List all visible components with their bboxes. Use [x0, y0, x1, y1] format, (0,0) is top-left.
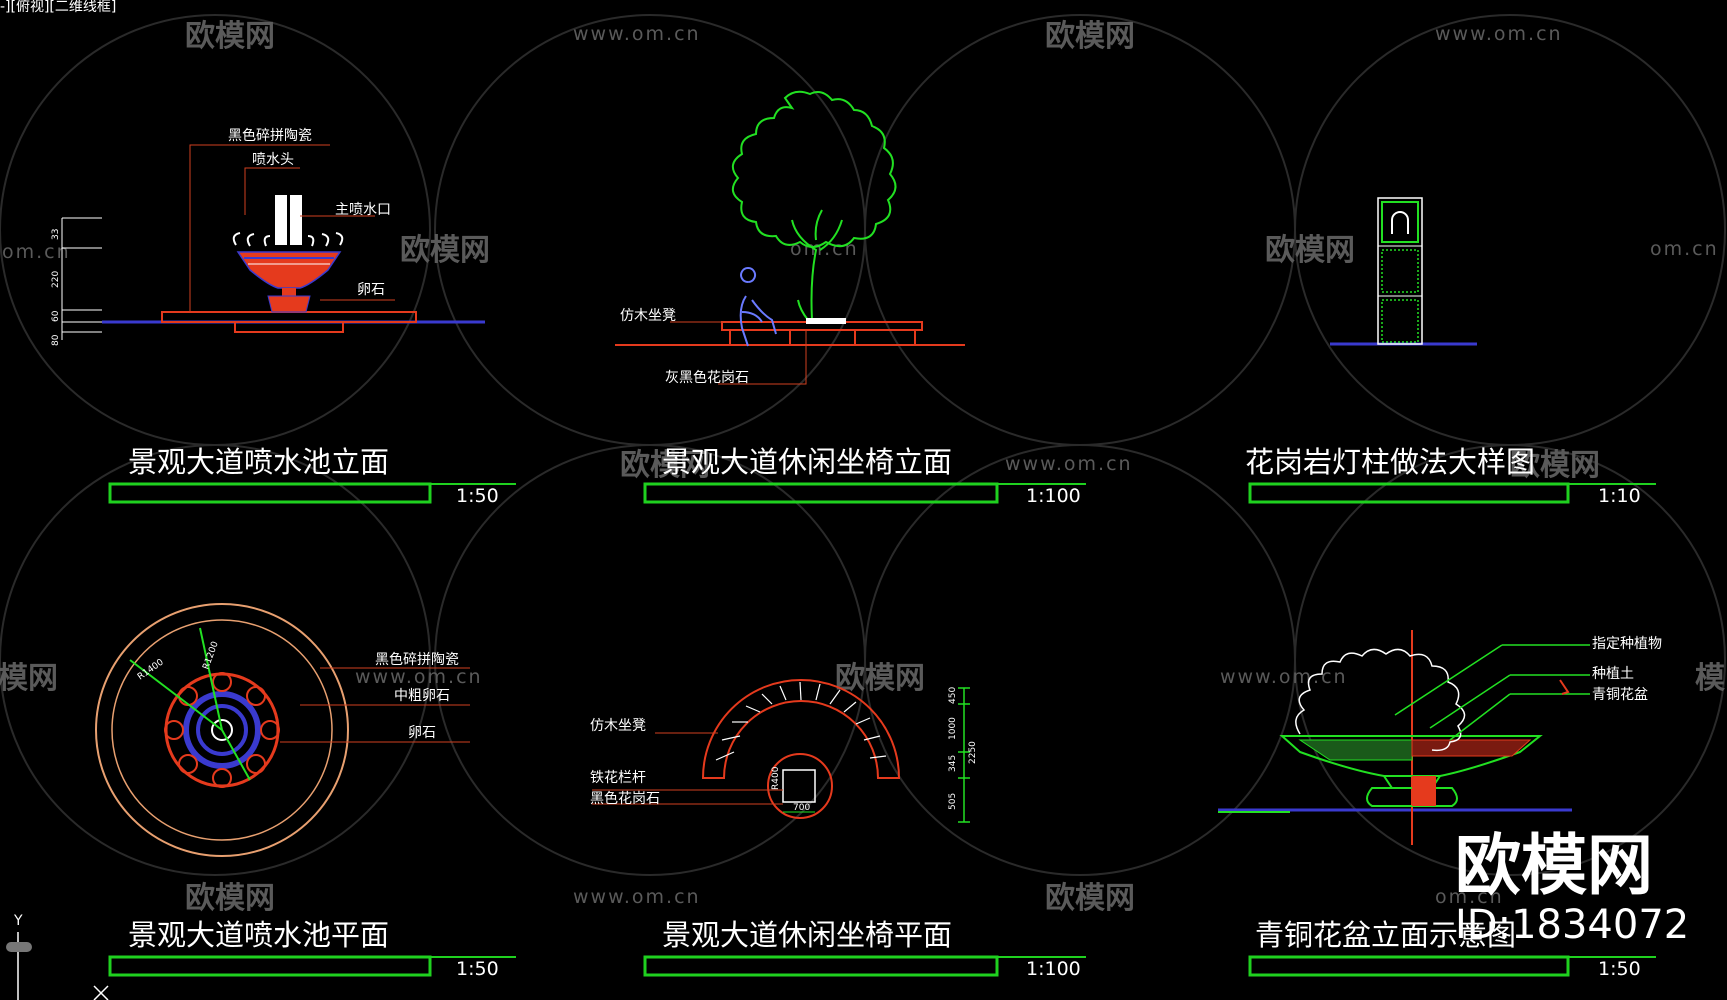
svg-text:www.om.cn: www.om.cn — [355, 666, 483, 688]
svg-text:60: 60 — [51, 310, 61, 322]
svg-text:指定种植物: 指定种植物 — [1592, 636, 1662, 652]
svg-text:220: 220 — [51, 271, 61, 288]
bench-plan-drawing: 700 R400 450 1000 345 2250 505 仿木坐凳 铁花栏杆… — [590, 679, 978, 823]
svg-text:欧模网: 欧模网 — [835, 661, 925, 696]
drawing-title: 景观大道休闲坐椅平面 — [662, 918, 952, 952]
drawing-title: 青铜花盆立面示意图 — [1255, 918, 1516, 952]
drawing-title: 景观大道喷水池立面 — [128, 445, 389, 479]
svg-text:www.om.cn: www.om.cn — [573, 886, 701, 908]
svg-text:www.om.cn: www.om.cn — [1435, 23, 1563, 45]
svg-text:欧模网: 欧模网 — [185, 19, 275, 54]
svg-text:80: 80 — [51, 334, 61, 346]
svg-text:2250: 2250 — [968, 741, 978, 764]
svg-text:模网: 模网 — [1695, 661, 1727, 696]
svg-text:模网: 模网 — [0, 661, 58, 696]
svg-text:www.om.cn: www.om.cn — [573, 23, 701, 45]
title-block-6[interactable]: 青铜花盆立面示意图 1:50 — [1248, 918, 1656, 980]
svg-text:R400: R400 — [771, 766, 781, 790]
svg-text:欧模网: 欧模网 — [1455, 827, 1653, 904]
svg-text:om.cn: om.cn — [1435, 886, 1504, 908]
svg-text:欧模网: 欧模网 — [1265, 233, 1355, 268]
svg-text:仿木坐凳: 仿木坐凳 — [620, 308, 676, 324]
drawing-title: 花岗岩灯柱做法大样图 — [1245, 445, 1535, 479]
drawing-scale: 1:10 — [1598, 485, 1641, 507]
bench-elevation-drawing: 仿木坐凳 灰黑色花岗石 — [615, 90, 965, 386]
svg-text:仿木坐凳: 仿木坐凳 — [590, 718, 646, 734]
svg-text:www.om.cn: www.om.cn — [1220, 666, 1348, 688]
svg-text:种植土: 种植土 — [1592, 666, 1634, 682]
title-block-5[interactable]: 景观大道休闲坐椅平面 1:100 — [643, 918, 1086, 980]
svg-text:黑色花岗石: 黑色花岗石 — [590, 790, 660, 807]
svg-text:450: 450 — [948, 687, 958, 704]
brand-stamp: 欧模网 ID:1834072 — [1455, 827, 1689, 948]
svg-text:欧模网: 欧模网 — [1045, 19, 1135, 54]
fountain-plan-drawing: R1400 R1200 黑色碎拼陶瓷 中粗卵石 卵石 — [95, 603, 470, 857]
svg-text:喷水头: 喷水头 — [252, 152, 294, 168]
axis-y-label: Y — [13, 913, 23, 929]
svg-text:欧模网: 欧模网 — [1510, 448, 1600, 483]
view-tag[interactable]: -][俯视][二维线框] — [0, 0, 116, 15]
svg-text:om.cn: om.cn — [2, 241, 71, 263]
svg-text:www.om.cn: www.om.cn — [1005, 453, 1133, 475]
dimension-chain — [61, 217, 102, 340]
fountain-elevation-drawing: 33 220 60 80 黑色碎拼陶瓷 喷水头 主喷水口 卵石 — [51, 127, 485, 346]
svg-text:卵石: 卵石 — [408, 725, 436, 741]
svg-text:欧模网: 欧模网 — [185, 881, 275, 916]
svg-text:灰黑色花岗石: 灰黑色花岗石 — [665, 369, 749, 386]
lamp-post-drawing — [1330, 197, 1477, 346]
drawing-scale: 1:50 — [456, 485, 499, 507]
svg-text:铁花栏杆: 铁花栏杆 — [590, 770, 646, 786]
svg-text:1000: 1000 — [948, 717, 958, 740]
drawing-scale: 1:50 — [1598, 958, 1641, 980]
drawing-scale: 1:50 — [456, 958, 499, 980]
svg-text:黑色碎拼陶瓷: 黑色碎拼陶瓷 — [375, 651, 459, 668]
svg-text:505: 505 — [948, 793, 958, 810]
title-block-4[interactable]: 景观大道喷水池平面 1:50 — [108, 918, 516, 980]
drawing-title: 景观大道休闲坐椅立面 — [662, 445, 952, 479]
planter-elevation-drawing: 指定种植物 种植土 青铜花盆 — [1218, 630, 1662, 845]
drawing-scale: 1:100 — [1026, 958, 1081, 980]
svg-text:中粗卵石: 中粗卵石 — [394, 688, 450, 704]
svg-text:33: 33 — [51, 229, 61, 240]
svg-text:R1400: R1400 — [136, 657, 166, 682]
svg-text:欧模网: 欧模网 — [400, 233, 490, 268]
svg-text:卵石: 卵石 — [357, 282, 385, 298]
watermark-rings — [0, 14, 1726, 876]
title-block-2[interactable]: 景观大道休闲坐椅立面 1:100 — [643, 445, 1086, 507]
drawing-scale: 1:100 — [1026, 485, 1081, 507]
svg-text:欧模网: 欧模网 — [620, 448, 710, 483]
svg-text:700: 700 — [793, 803, 810, 813]
watermarks: 欧模网 www.om.cn 欧模网 www.om.cn om.cn 欧模网 om… — [0, 19, 1727, 916]
title-block-3[interactable]: 花岗岩灯柱做法大样图 1:10 — [1245, 445, 1656, 507]
svg-text:ID:1834072: ID:1834072 — [1455, 902, 1689, 948]
svg-text:om.cn: om.cn — [1650, 238, 1719, 260]
title-block-1[interactable]: 景观大道喷水池立面 1:50 — [108, 445, 516, 507]
svg-text:欧模网: 欧模网 — [1045, 881, 1135, 916]
svg-text:青铜花盆: 青铜花盆 — [1592, 687, 1648, 703]
drawing-title: 景观大道喷水池平面 — [128, 918, 389, 952]
svg-text:345: 345 — [948, 755, 958, 772]
ucs-axis-icon[interactable]: Y — [6, 913, 109, 1000]
svg-text:主喷水口: 主喷水口 — [335, 202, 391, 218]
svg-text:黑色碎拼陶瓷: 黑色碎拼陶瓷 — [228, 127, 312, 144]
